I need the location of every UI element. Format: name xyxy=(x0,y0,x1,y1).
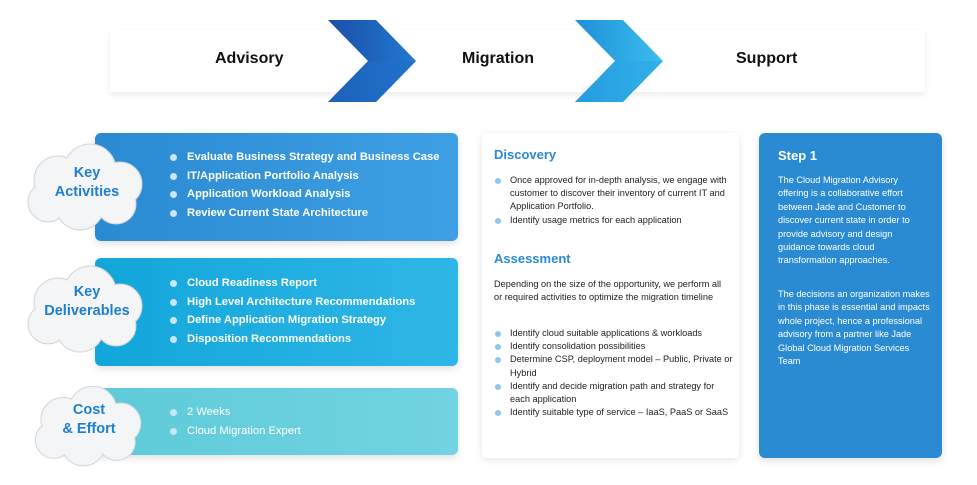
cost-effort-list: 2 Weeks Cloud Migration Expert xyxy=(170,403,301,440)
list-item: Determine CSP, deployment model – Public… xyxy=(494,353,734,379)
step-card: Step 1 The Cloud Migration Advisory offe… xyxy=(759,133,942,458)
assessment-intro: Depending on the size of the opportunity… xyxy=(494,279,722,303)
list-item: High Level Architecture Recommendations xyxy=(170,293,415,312)
list-item: Identify usage metrics for each applicat… xyxy=(494,214,734,227)
step-paragraph: The Cloud Migration Advisory offering is… xyxy=(778,175,910,266)
list-item: Cloud Readiness Report xyxy=(170,274,415,293)
chevron-right-icon xyxy=(575,20,663,102)
cost-effort-label: Cost & Effort xyxy=(29,401,149,439)
list-item: IT/Application Portfolio Analysis xyxy=(170,167,439,186)
list-item: Application Workload Analysis xyxy=(170,185,439,204)
label-line: Key xyxy=(73,165,101,181)
chevron-right-icon xyxy=(328,20,416,102)
label-line: Key xyxy=(73,284,101,300)
label-line: Activities xyxy=(54,184,120,200)
key-deliverables-label: Key Deliverables xyxy=(27,283,147,321)
list-item: 2 Weeks xyxy=(170,403,301,422)
cloud-icon xyxy=(27,143,143,231)
key-deliverables-list: Cloud Readiness Report High Level Archit… xyxy=(170,274,415,348)
list-item: Identify and decide migration path and s… xyxy=(494,380,734,406)
key-deliverables-panel: Cloud Readiness Report High Level Archit… xyxy=(95,258,458,366)
cost-effort-panel: 2 Weeks Cloud Migration Expert xyxy=(95,388,458,455)
phase-migration: Migration xyxy=(462,50,534,67)
phase-support: Support xyxy=(736,50,798,67)
discovery-title: Discovery xyxy=(494,147,557,162)
label-line: Deliverables xyxy=(44,303,130,319)
label-line: & Effort xyxy=(62,421,116,437)
list-item: Identify consolidation possibilities xyxy=(494,340,734,353)
phase-advisory: Advisory xyxy=(215,50,284,67)
list-item: Disposition Recommendations xyxy=(170,330,415,349)
step-paragraph: The decisions an organization makes in t… xyxy=(778,289,930,367)
list-item: Identify cloud suitable applications & w… xyxy=(494,327,734,340)
list-item: Define Application Migration Strategy xyxy=(170,311,415,330)
cloud-icon xyxy=(34,385,142,467)
discovery-list: Once approved for in-depth analysis, we … xyxy=(494,174,734,227)
list-item: Once approved for in-depth analysis, we … xyxy=(494,174,734,214)
list-item: Review Current State Architecture xyxy=(170,204,439,223)
key-activities-list: Evaluate Business Strategy and Business … xyxy=(170,148,439,222)
step-title: Step 1 xyxy=(778,148,818,163)
key-activities-label: Key Activities xyxy=(27,164,147,202)
assessment-list: Identify cloud suitable applications & w… xyxy=(494,327,734,419)
list-item: Cloud Migration Expert xyxy=(170,422,301,441)
phase-bar xyxy=(110,30,925,92)
list-item: Evaluate Business Strategy and Business … xyxy=(170,148,439,167)
key-activities-panel: Evaluate Business Strategy and Business … xyxy=(95,133,458,241)
list-item: Identify suitable type of service – IaaS… xyxy=(494,406,734,419)
cloud-icon xyxy=(27,265,143,353)
migration-details-card: Discovery Once approved for in-depth ana… xyxy=(482,133,739,458)
assessment-title: Assessment xyxy=(494,251,571,266)
label-line: Cost xyxy=(72,402,106,418)
